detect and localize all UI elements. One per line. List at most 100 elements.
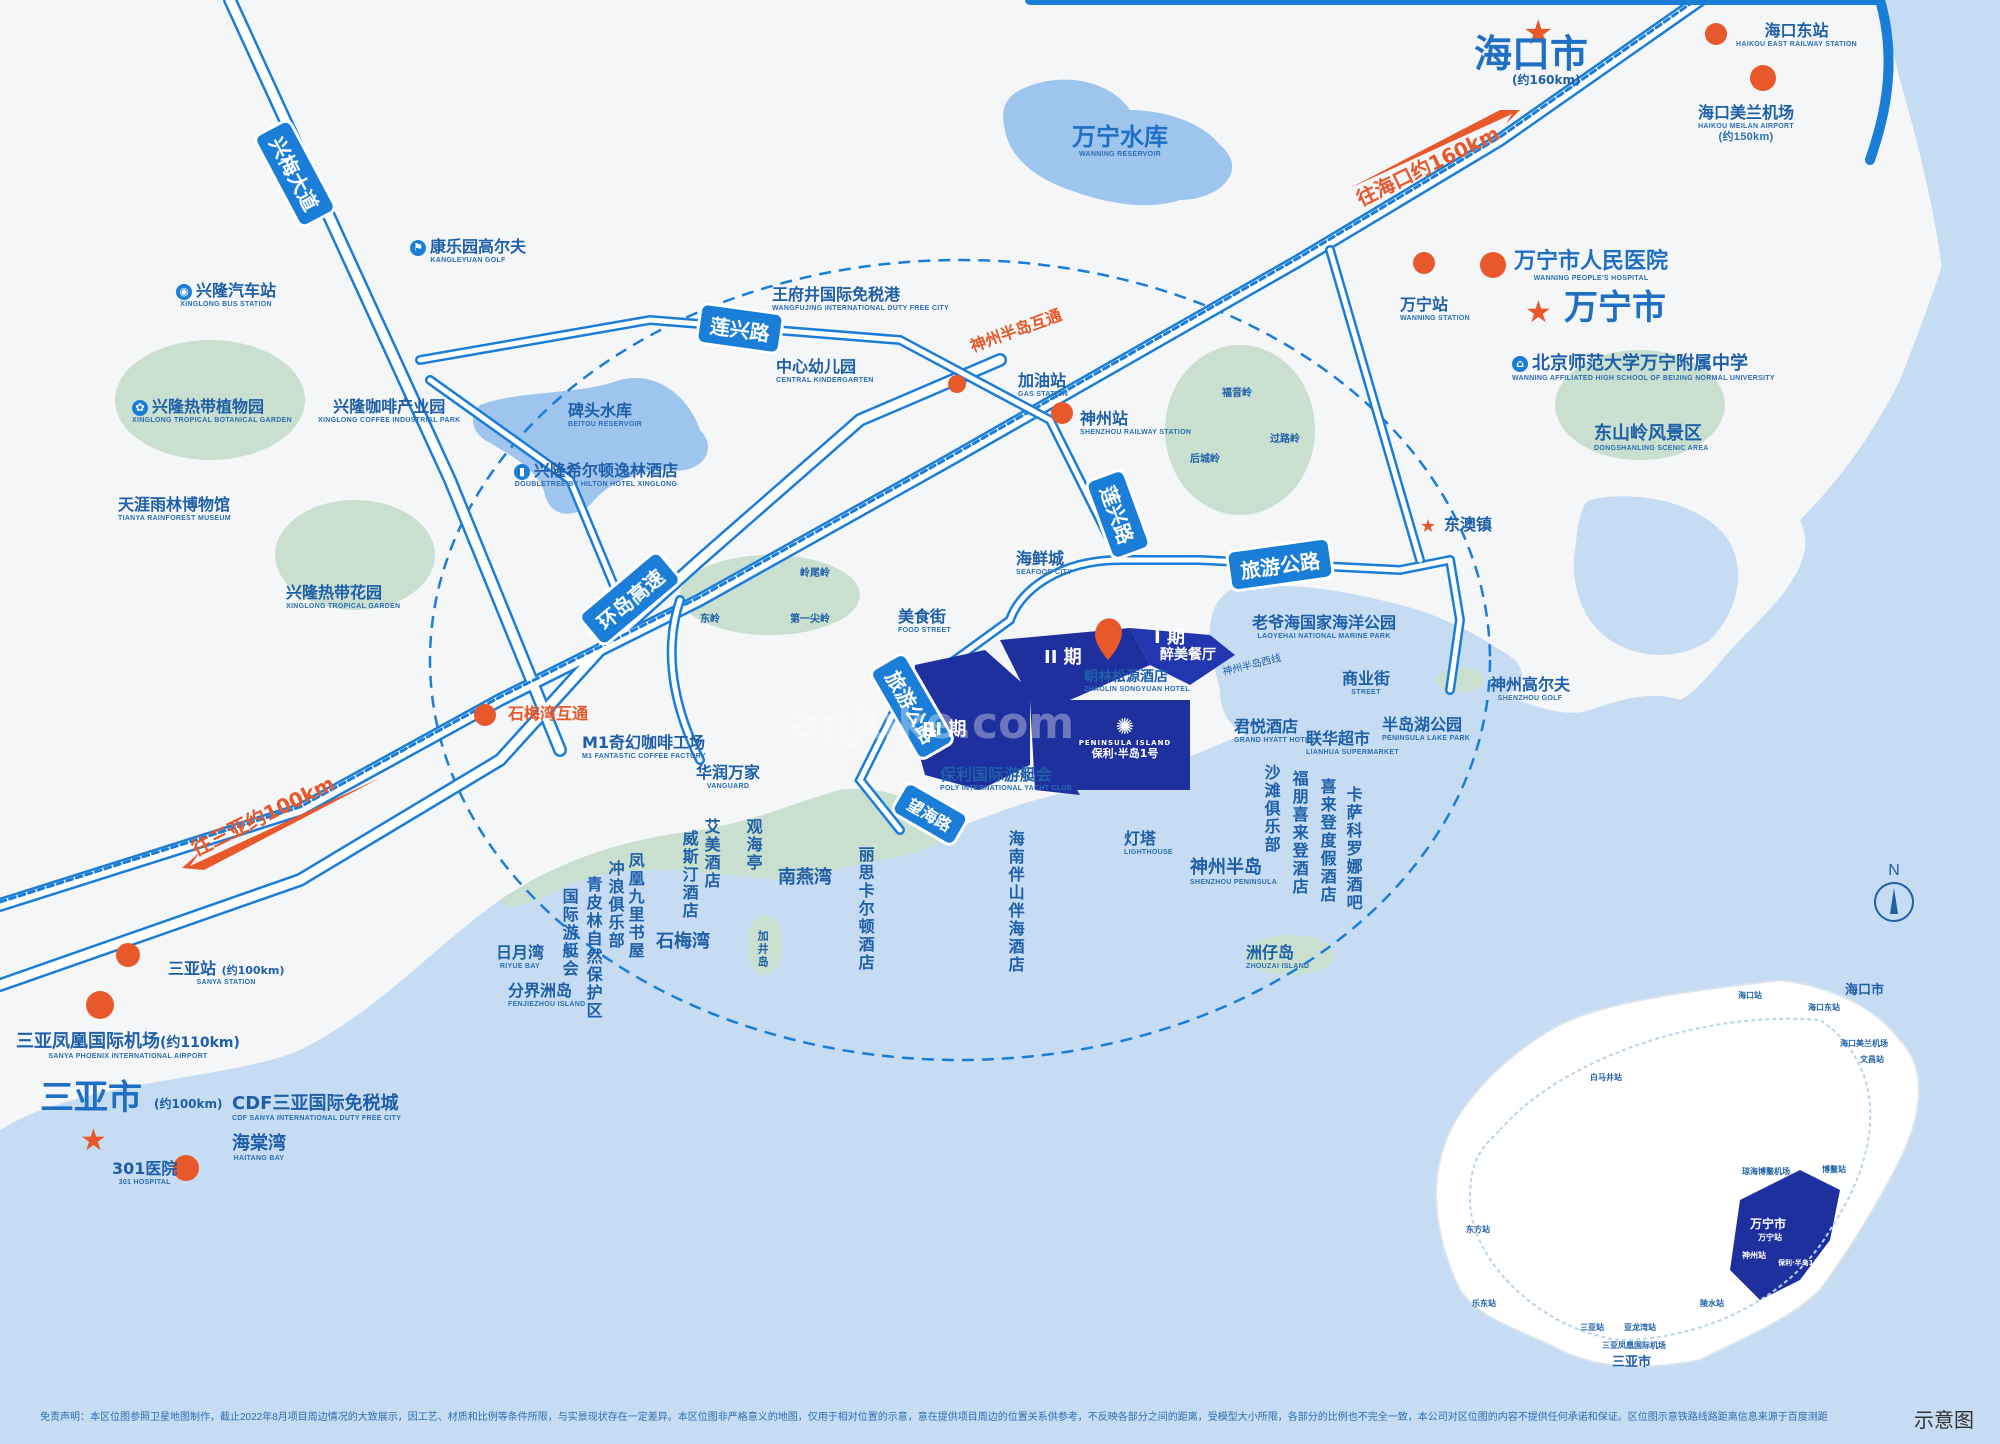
poi-kangleyuan-en: KANGLEYUAN GOLF [430,256,506,264]
poi-meilan-note: (约150km) [1718,131,1774,144]
poi-lake-park-name: 半岛湖公园 [1382,715,1463,734]
poi-zhouzai-en: ZHOUZAI ISLAND [1246,962,1310,970]
inset-yalong: 亚龙湾站 [1624,1323,1656,1332]
poi-haikou-east-en: HAIKOU EAST RAILWAY STATION [1736,40,1858,48]
poi-seafood-name: 海鲜城 [1016,549,1065,568]
inset-sanya-airport: 三亚凤凰国际机场 [1602,1341,1666,1350]
poi-shenzhou-peninsula-en: SHENZHOU PENINSULA [1190,878,1278,886]
poi-dongao: 东澳镇 [1444,515,1493,534]
poi-seafood-en: SEAFOOD CITY [1016,568,1073,576]
city-sanya-note: (约100km) [154,1097,223,1111]
sanya-star-icon: ★ [80,1124,107,1157]
shenzhou-interchange-icon [948,375,966,393]
shimeiwan-interchange-icon [474,704,496,726]
poi-rainforest-en: TIANYA RAINFOREST MUSEUM [118,514,231,522]
poi-jiajing: 加井岛 [756,930,770,969]
watermark: anjuke.com [790,698,1075,749]
poi-dongshanling-name: 东山岭风景区 [1594,423,1702,444]
north-arrow: N [1872,862,1916,922]
golf-islet [1436,668,1484,692]
poi-hyatt-en: GRAND HYATT HOTEL [1234,736,1315,744]
haikou-east-rail-icon [1705,23,1727,45]
plant-icon: ✿ [132,399,148,416]
poi-hospital-name: 万宁市人民医院 [1514,249,1669,274]
bus-icon: ◉ [176,283,192,300]
poi-westin: 威斯汀酒店 [679,830,699,920]
poi-lighthouse-en: LIGHTHOUSE [1124,848,1173,856]
shenzhou-rail-icon [1051,402,1073,424]
poi-zuimei: 醉美餐厅 [1160,647,1216,663]
poi-aimei: 艾美酒店 [701,818,721,890]
hill-label-houchengling: 后城岭 [1190,454,1220,465]
city-haikou-name: 海口市 [1474,32,1589,76]
poi-xinglong-bus-name: 兴隆汽车站 [196,281,277,300]
inset-meilan: 海口美兰机场 [1840,1039,1888,1048]
poi-kindergarten-name: 中心幼儿园 [776,357,857,376]
inset-dongfang: 东方站 [1466,1225,1490,1234]
poi-coffee-park-en: XINGLONG COFFEE INDUSTRIAL PARK [318,416,461,424]
poi-fenjiezhou-name: 分界洲岛 [508,981,573,1000]
project-location-pin-icon [1095,618,1122,660]
poi-shimeiwan: 石梅湾 [656,931,710,952]
poi-beitou-reservoir-en: BEITOU RESERVOIR [568,420,643,428]
radius-circle [428,258,1492,1062]
poi-commercial-en: STREET [1351,688,1381,696]
compass-icon [1874,882,1914,922]
poi-rainforest-name: 天涯雨林博物馆 [118,495,231,514]
project-phase1-label[interactable]: I 期 [1154,627,1185,648]
legend-label: 示意图 [1914,1410,1974,1432]
poi-wangfujing-name: 王府井国际免税港 [772,285,901,304]
poi-sanya-station-note: (约100km) [221,964,285,977]
poi-cdf-name: CDF三亚国际免税城 [232,1093,399,1114]
poi-vanguard-name: 华润万家 [696,763,761,782]
project-phase3-label[interactable]: III 期 [922,719,967,740]
poi-yacht2: 国际游艇会 [559,888,579,978]
road-north [1025,0,1894,165]
phoenix-airport-icon [86,991,114,1019]
project-brand-en: PENINSULA ISLAND [1078,739,1172,748]
poi-xinglong-bus-en: XINGLONG BUS STATION [180,300,272,308]
poi-holiday-inn: 喜来登度假酒店 [1317,778,1337,904]
hill-label-fuyinling: 福音岭 [1222,388,1252,399]
meilan-airport-icon [1750,65,1776,91]
poi-hilton-name: 兴隆希尔顿逸林酒店 [534,461,679,480]
poi-riyue-en: RIYUE BAY [499,962,541,970]
poi-beach-club: 沙滩俱乐部 [1261,764,1281,854]
poi-four-points: 福朋喜来登酒店 [1289,770,1309,896]
poi-hyatt-name: 君悦酒店 [1234,717,1299,736]
project-phase2-label[interactable]: II 期 [1044,647,1082,668]
poi-lianhua-name: 联华超市 [1306,729,1371,748]
project-phase3 [910,650,1030,790]
poi-songyuan-en: ZHAOLIN SONGYUAN HOTEL [1084,686,1190,694]
poi-h301-name: 301医院 [112,1159,178,1178]
poi-phoenix-airport-name: 三亚凤凰国际机场 [16,1031,160,1052]
hospital-icon [1480,252,1506,278]
inset-shenzhou: 神州站 [1742,1251,1766,1260]
school-icon: ⌂ [1512,356,1528,372]
poi-meilan-en: HAIKOU MEILAN AIRPORT [1698,122,1794,130]
poi-food-street-name: 美食街 [898,607,947,626]
hospital-301-icon [173,1155,199,1181]
dongshanling-area [1555,350,1725,460]
botanical-garden-area [115,340,305,460]
poi-phoenix-airport: 三亚凤凰国际机场(约110km)SANYA PHOENIX INTERNATIO… [16,1032,240,1060]
city-haikou: 海口市 [1474,32,1589,76]
inset-lingshui: 陵水站 [1700,1299,1724,1308]
